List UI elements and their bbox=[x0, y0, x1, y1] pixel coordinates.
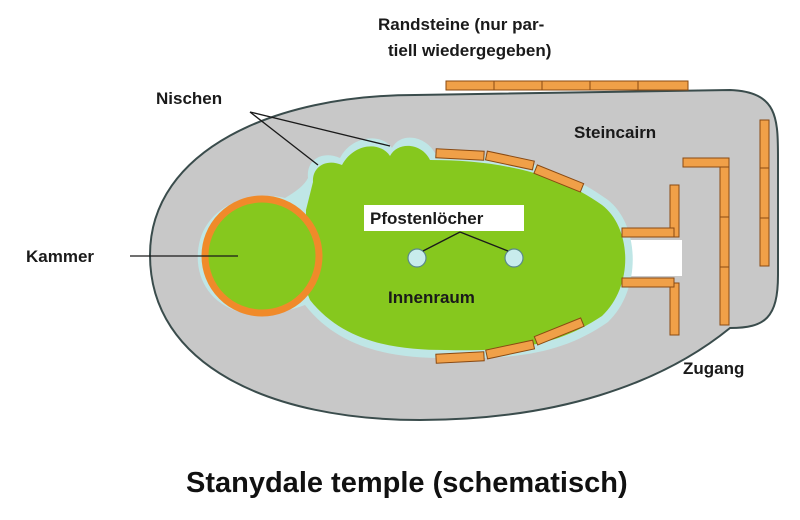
label-zugang: Zugang bbox=[683, 359, 744, 378]
label-kammer: Kammer bbox=[26, 247, 94, 266]
leader-pfosten-1 bbox=[422, 231, 461, 252]
kerb-stone bbox=[445, 80, 495, 91]
kerb-stone bbox=[589, 80, 639, 91]
label-randsteine-1: Randsteine (nur par- bbox=[378, 15, 544, 34]
kerb-stone bbox=[759, 217, 770, 267]
kerb-stone bbox=[621, 277, 675, 288]
label-nischen: Nischen bbox=[156, 89, 222, 108]
kerb-stone bbox=[637, 80, 689, 91]
kerb-stone bbox=[719, 216, 730, 268]
innenraum-shape bbox=[306, 145, 626, 351]
kerb-stone bbox=[541, 80, 591, 91]
wall-stone bbox=[533, 317, 585, 346]
label-steincairn: Steincairn bbox=[574, 123, 656, 142]
post-hole-right bbox=[504, 248, 524, 268]
post-hole-left bbox=[407, 248, 427, 268]
kerb-stone bbox=[719, 266, 730, 326]
label-innenraum: Innenraum bbox=[388, 288, 475, 307]
kerb-stone bbox=[759, 167, 770, 219]
pfosten-label-bg bbox=[364, 205, 524, 231]
wall-stone bbox=[533, 164, 585, 193]
diagram-title: Stanydale temple (schematisch) bbox=[186, 467, 628, 499]
wall-stones-group bbox=[435, 148, 585, 364]
kerb-stone bbox=[759, 119, 770, 169]
wall-stone bbox=[435, 351, 485, 364]
kerb-stone bbox=[682, 157, 730, 168]
wall-stone bbox=[484, 150, 535, 171]
kerb-stone bbox=[719, 166, 730, 218]
wall-stone bbox=[435, 148, 485, 161]
kerb-stone bbox=[621, 227, 675, 238]
leader-pfosten-2 bbox=[459, 231, 509, 252]
label-randsteine-2: tiell wiedergegeben) bbox=[388, 41, 551, 60]
kerb-stone bbox=[669, 282, 680, 336]
leader-nischen-1 bbox=[249, 111, 319, 166]
wall-stone bbox=[485, 339, 536, 360]
leader-nischen-2 bbox=[249, 111, 391, 147]
label-pfostenloecher: Pfostenlöcher bbox=[370, 209, 484, 228]
randsteine-group bbox=[445, 80, 770, 336]
kerb-stone bbox=[493, 80, 543, 91]
